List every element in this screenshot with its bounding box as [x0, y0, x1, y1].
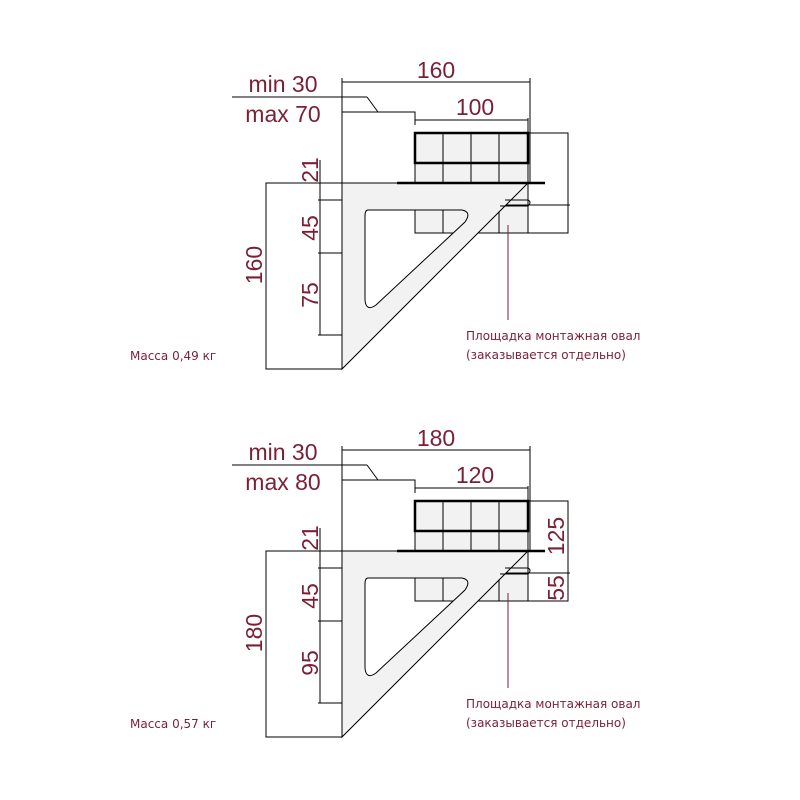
arrow-leader	[366, 96, 379, 113]
mount-note: Площадка монтажная овал	[466, 697, 640, 711]
dim-line-height	[265, 182, 342, 370]
dim-line-right	[528, 500, 569, 602]
top-gap-label: 21	[297, 157, 323, 183]
dim-line-right	[528, 132, 569, 234]
radiator-top-outline	[413, 131, 530, 165]
height-label: 160	[241, 246, 267, 284]
top-gap-label: 21	[297, 525, 323, 551]
arrow-leader	[366, 464, 379, 481]
upper-label: 45	[297, 583, 323, 609]
min-label: min 30	[248, 439, 317, 465]
extension-line	[342, 111, 416, 125]
right-bottom-label: 55	[543, 575, 569, 601]
oval-mount	[500, 199, 531, 207]
right-top-label: 125	[543, 517, 569, 555]
upper-label: 45	[297, 215, 323, 241]
height-label: 180	[241, 614, 267, 652]
width-label: 180	[417, 425, 455, 451]
width-label: 160	[417, 57, 455, 83]
oval-mount	[500, 567, 531, 575]
mount-note-sub: (заказывается отдельно)	[466, 716, 626, 730]
mass-label: Масса 0,49 кг	[130, 349, 216, 363]
radiator-top-outline	[413, 499, 530, 533]
inner-width-label: 120	[456, 462, 494, 488]
max-label: max 80	[245, 469, 320, 495]
max-label: max 70	[245, 101, 320, 127]
mass-label: Масса 0,57 кг	[130, 717, 216, 731]
extension-line	[342, 479, 416, 493]
min-label: min 30	[248, 71, 317, 97]
inner-width-label: 100	[456, 94, 494, 120]
lower-label: 75	[297, 282, 323, 308]
lower-label: 95	[297, 650, 323, 676]
mount-note-sub: (заказывается отдельно)	[466, 348, 626, 362]
mount-note: Площадка монтажная овал	[466, 329, 640, 343]
dim-line-height	[265, 550, 342, 738]
